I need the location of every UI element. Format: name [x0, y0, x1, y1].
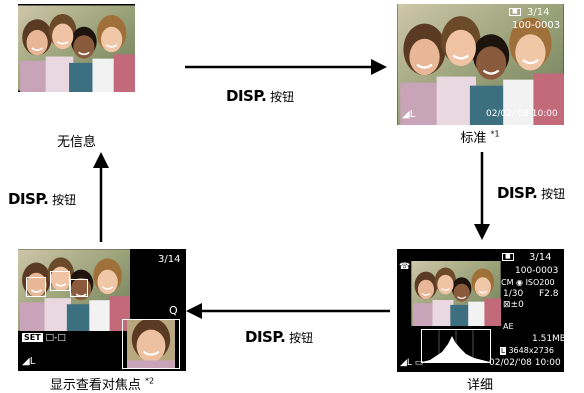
focus-frame: [26, 277, 46, 297]
screen-focus-check: 3/14 Q SET □-□ ◢L: [18, 249, 186, 371]
screen-detailed: ■ 3/14 ☎ 100-0003 CM ◉ ISO200 1/30 F2.8 …: [397, 249, 564, 372]
screen-standard: ■ 3/14 100-0003 ◢L 02/02/'08 10:00: [397, 4, 564, 125]
down-arrow: [474, 152, 490, 240]
set-button-hint: SET □-□: [22, 333, 66, 343]
image-count: 3/14: [529, 252, 552, 263]
disp-button-label-top: DISP. 按钮: [226, 87, 295, 105]
up-arrow: [93, 152, 109, 242]
disp-button-label-right: DISP. 按钮: [497, 184, 566, 202]
recording-quality-icon: ◢L: [402, 109, 416, 120]
thumbnail-photo: [411, 261, 501, 326]
histogram: [421, 329, 491, 363]
protect-icon: ■: [509, 8, 521, 16]
recording-quality-icon: ◢L: [22, 356, 36, 367]
image-count: 3/14: [158, 254, 181, 265]
shutter-speed: 1/30: [503, 289, 524, 299]
left-arrow: [186, 303, 390, 319]
folder-file-number: 100-0003: [515, 266, 559, 276]
folder-file-number: 100-0003: [512, 20, 561, 31]
protect-icon: ■: [502, 253, 514, 261]
focus-frame: [50, 271, 70, 291]
disp-button-label-bottom: DISP. 按钮: [245, 328, 314, 346]
file-size: 1.51MB: [532, 334, 564, 344]
exposure-compensation: ⊠±0: [503, 300, 524, 310]
caption-detailed: 详细: [466, 378, 493, 393]
focus-frame: [70, 279, 88, 297]
disp-button-label-left: DISP. 按钮: [8, 190, 77, 208]
screen-no-info: [18, 4, 135, 92]
shooting-mode-icon: ☎: [399, 262, 411, 272]
resolution: L 3648x2736: [500, 346, 554, 355]
right-arrow: [185, 59, 387, 75]
zoom-icon: Q: [169, 304, 178, 317]
caption-focus-check: 显示查看对焦点 *2: [49, 376, 155, 393]
aperture-value: F2.8: [539, 289, 559, 299]
recording-quality-icon: ◢L ▭: [400, 358, 424, 368]
caption-no-info: 无信息: [56, 135, 96, 150]
date-time: 02/02/'08 10:00: [489, 358, 561, 368]
enlarged-focus-view: [122, 319, 180, 369]
caption-standard: 标准 *1: [460, 129, 500, 146]
image-count: 3/14: [527, 7, 550, 18]
histogram-curve: [422, 330, 490, 362]
date-time: 02/02/'08 10:00: [486, 109, 558, 119]
sample-photo: [18, 4, 135, 92]
metering-icon: AE: [503, 322, 514, 331]
mode-icons: CM ◉ ISO200: [501, 278, 555, 287]
